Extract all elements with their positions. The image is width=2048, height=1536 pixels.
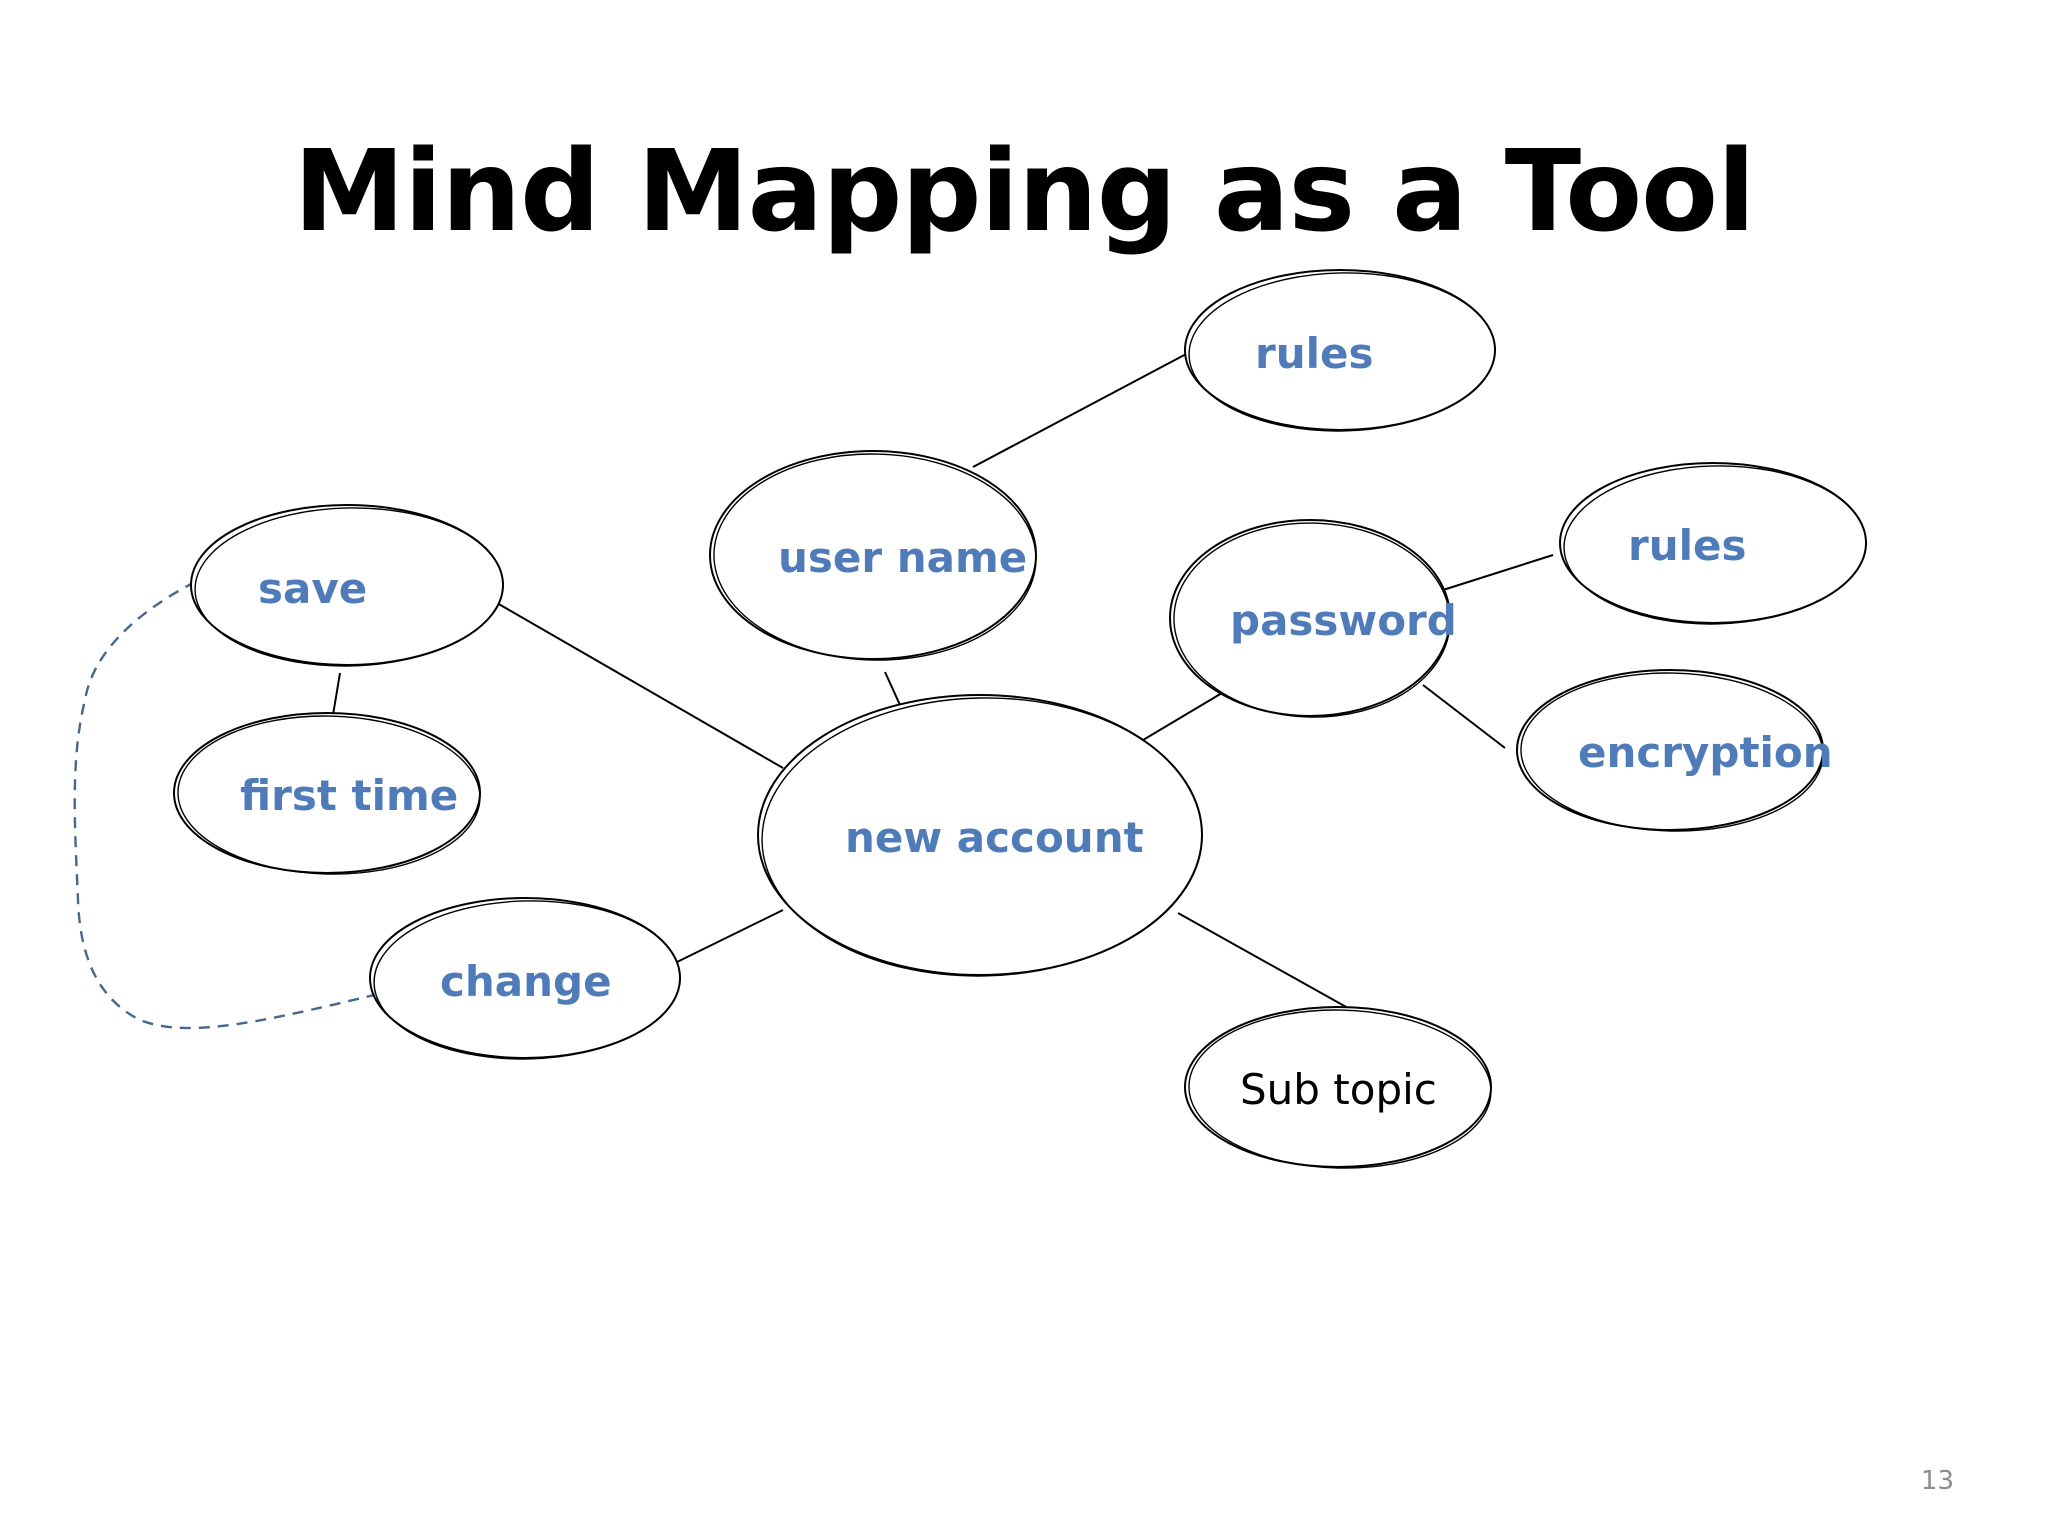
node-label: password <box>1230 596 1457 645</box>
node-ellipse-sketch <box>1520 672 1824 832</box>
node-rules-password: rules <box>1559 462 1867 625</box>
dashed-connector-save-change <box>73 580 396 1030</box>
connector-password-encryption <box>1422 684 1506 749</box>
node-change: change <box>369 897 681 1060</box>
nodes-layer: new account user name rules password rules en… <box>173 269 1867 1169</box>
node-label: rules <box>1628 521 1747 570</box>
node-label: encryption <box>1578 728 1833 777</box>
connector-new_account-change <box>676 909 784 963</box>
node-rules-username: rules <box>1184 269 1496 432</box>
node-ellipse-sketch <box>1188 1009 1492 1169</box>
node-label: save <box>258 564 367 613</box>
connector-save-first_time <box>332 672 341 716</box>
node-label: new account <box>845 813 1144 862</box>
node-ellipse-sketch <box>713 453 1037 661</box>
node-sub-topic: Sub topic <box>1184 1006 1492 1169</box>
node-label: Sub topic <box>1240 1065 1437 1114</box>
connector-new_account-save <box>496 602 784 769</box>
node-new-account: new account <box>757 694 1203 977</box>
node-ellipse-sketch <box>177 715 481 875</box>
node-ellipse-sketch <box>761 697 1203 977</box>
node-user-name: user name <box>709 450 1037 661</box>
connector-new_account-sub_topic <box>1177 912 1349 1009</box>
node-ellipse-sketch <box>194 507 504 667</box>
connector-new_account-password <box>1142 692 1223 741</box>
node-encryption: encryption <box>1516 669 1833 832</box>
node-label: first time <box>240 771 458 820</box>
node-label: rules <box>1255 329 1374 378</box>
page-number: 13 <box>1920 1466 1954 1496</box>
node-save: save <box>190 504 504 667</box>
connector-user_name-rules_username <box>972 351 1191 468</box>
connector-new_account-user_name <box>884 671 901 706</box>
node-ellipse-sketch <box>1563 465 1867 625</box>
node-ellipse-sketch <box>1173 522 1451 718</box>
node-first-time: first time <box>173 712 481 875</box>
node-label: change <box>440 957 612 1006</box>
node-label: user name <box>778 533 1027 582</box>
connector-password-rules_password <box>1442 554 1554 591</box>
node-ellipse-sketch <box>373 900 681 1060</box>
slide-title: Mind Mapping as a Tool <box>293 127 1755 257</box>
node-ellipse-sketch <box>1188 272 1496 432</box>
edges-layer <box>73 351 1554 1030</box>
node-password: password <box>1169 519 1457 718</box>
